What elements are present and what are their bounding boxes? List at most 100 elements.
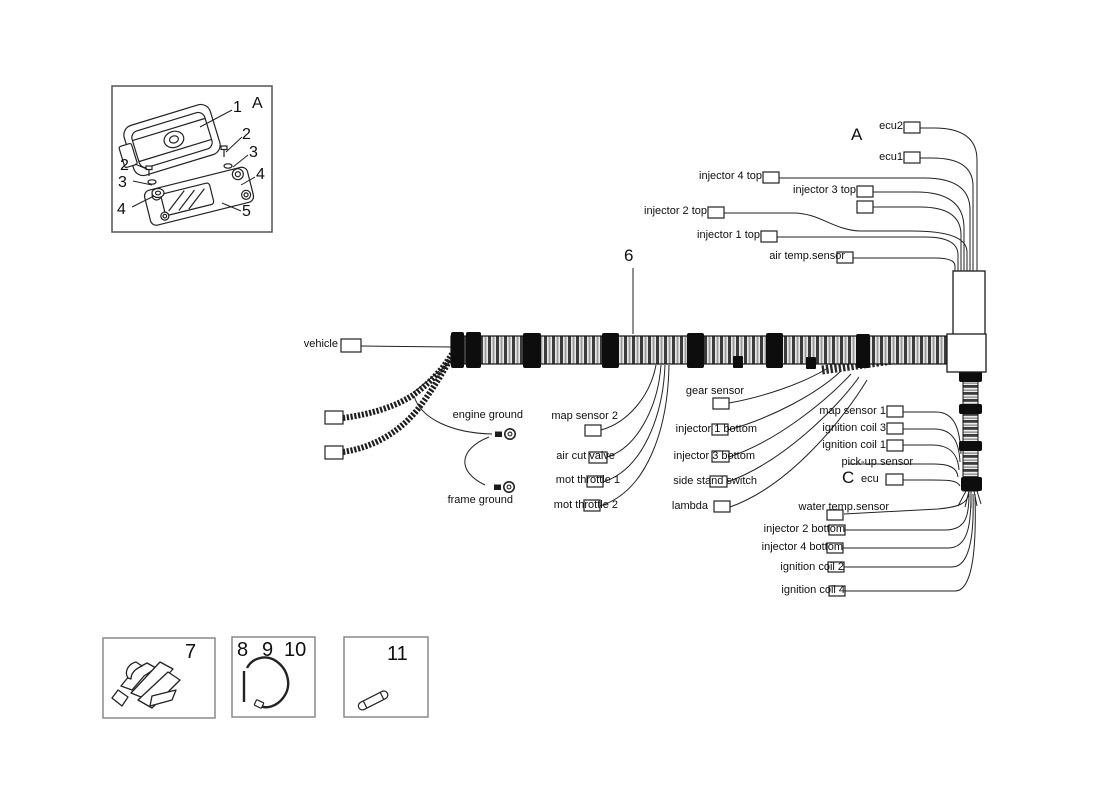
label-map-sensor2: map sensor 2 [551, 410, 618, 422]
label-side-stand-switch: side stand switch [673, 475, 757, 487]
braided-cable-2 [342, 356, 454, 455]
connector-gear-sensor [712, 397, 730, 410]
label-mot-throttle1: mot throttle 1 [555, 474, 620, 486]
wire-injector2-top [724, 212, 968, 272]
wire-injector3-bottom [728, 373, 852, 458]
label-map-sensor1: map sensor 1 [819, 405, 886, 417]
engine-ground-terminal [495, 427, 516, 440]
wire-ignition-coil1 [903, 444, 960, 471]
connector-air-temp [836, 251, 854, 264]
connector-injector3-bottom [711, 450, 730, 463]
callout-2-right: 2 [242, 126, 251, 143]
label-injector4-top: injector 4 top [699, 170, 762, 182]
connector-injector3-top [856, 185, 874, 198]
callout-8: 8 [237, 639, 249, 661]
wire-ignition-coil2 [844, 493, 974, 568]
cable-tie-drawing [242, 656, 290, 709]
connector-side-stand [709, 475, 728, 488]
wire-mot-throttle1 [602, 364, 666, 483]
connector-ignition-coil3 [886, 422, 904, 435]
wire-mot-throttle2 [599, 364, 670, 507]
tube-end-wires [957, 490, 982, 508]
label-ignition-coil4: ignition coil 4 [781, 584, 845, 596]
pin-drawing [357, 690, 389, 711]
connector-left-2 [324, 445, 344, 460]
label-pickup-sensor: pick-up sensor [841, 456, 913, 468]
connector-injector1-bottom [711, 423, 729, 436]
wire-gear-sensor [728, 367, 829, 404]
connector-water-temp [826, 509, 844, 521]
harness-clamps [451, 332, 870, 369]
connector-lambda [713, 500, 731, 513]
ring-terminals [494, 427, 516, 493]
label-injector3-top: injector 3 top [793, 184, 856, 196]
callout-9: 9 [262, 639, 274, 661]
connector-ecu-c [885, 473, 904, 486]
wire-aux-connector [873, 206, 962, 272]
connector-map-sensor1 [886, 405, 904, 418]
label-mot-throttle2: mot throttle 2 [553, 499, 618, 511]
wire-map-sensor1 [903, 411, 962, 455]
wire-air-cut-valve [606, 364, 662, 458]
connector-vehicle [340, 338, 362, 353]
ecu-fasteners [145, 145, 233, 199]
wire-injector1-top [777, 236, 959, 272]
ecu-bracket-drawing [143, 166, 255, 226]
part-box-8-9-10 [231, 636, 316, 718]
part-box-11 [343, 636, 429, 718]
label-injector2-bottom: injector 2 bottom [763, 523, 845, 535]
label-lambda: lambda [671, 500, 708, 512]
harness-sleeve [952, 270, 986, 336]
wire-engine-ground [413, 395, 493, 435]
braided-cables [342, 352, 455, 455]
wire-pickup-sensor [848, 463, 959, 478]
label-ecu2: ecu2 [879, 120, 903, 132]
cable-tie-head [253, 699, 265, 709]
label-injector4-bottom: injector 4 bottom [761, 541, 843, 553]
label-frame-ground: frame ground [447, 494, 513, 506]
wire-ignition-coil4 [845, 493, 976, 592]
connector-ignition-coil2 [827, 561, 845, 573]
callout-6: 6 [624, 246, 634, 265]
callout-3-right: 3 [249, 144, 258, 161]
label-air-cut-valve: air cut valve [556, 450, 615, 462]
connector-injector1-top [760, 230, 778, 243]
connector-mot-throttle1 [586, 475, 604, 488]
connector-ignition-coil1 [886, 439, 904, 452]
wire-injector2-bottom [845, 493, 970, 531]
wire-map-sensor2 [600, 364, 657, 431]
callout-2-left: 2 [120, 157, 129, 174]
wire-air-temp-sensor [853, 257, 956, 272]
connector-ignition-coil4 [828, 585, 846, 597]
callout-11: 11 [387, 643, 408, 665]
wire-frame-ground [464, 436, 490, 486]
frame-ground-terminal [494, 480, 515, 493]
braided-cable-1 [342, 352, 455, 421]
callout-5: 5 [242, 203, 251, 220]
label-ignition-coil1: ignition coil 1 [822, 439, 886, 451]
connector-boxes [324, 121, 921, 597]
vertical-tube-clamps [959, 371, 982, 491]
label-engine-ground: engine ground [452, 409, 523, 421]
inset-leader-lines [131, 109, 256, 212]
callout-4-left: 4 [117, 201, 126, 218]
connector-injector2-top [707, 206, 725, 219]
connector-injector2-bottom [828, 524, 846, 536]
label-water-temp-sensor: water temp.sensor [798, 501, 889, 513]
label-air-temp-sensor: air temp.sensor [769, 250, 845, 262]
label-ignition-coil2: ignition coil 2 [780, 561, 844, 573]
label-vehicle: vehicle [303, 338, 338, 350]
callout-7: 7 [185, 641, 197, 663]
label-injector1-bottom: injector 1 bottom [675, 423, 757, 435]
callout-3-left: 3 [118, 174, 127, 191]
callout-a-inset: A [252, 95, 263, 112]
wire-lambda [729, 379, 868, 508]
callout-a-main: A [851, 125, 863, 144]
wire-vehicle [360, 345, 452, 348]
wire-injector1-bottom [727, 370, 842, 431]
connector-left-1 [324, 410, 344, 425]
wire-ecu-c [903, 479, 961, 487]
connector-injector4-bottom [826, 542, 844, 554]
wire-ecu1 [920, 157, 974, 272]
